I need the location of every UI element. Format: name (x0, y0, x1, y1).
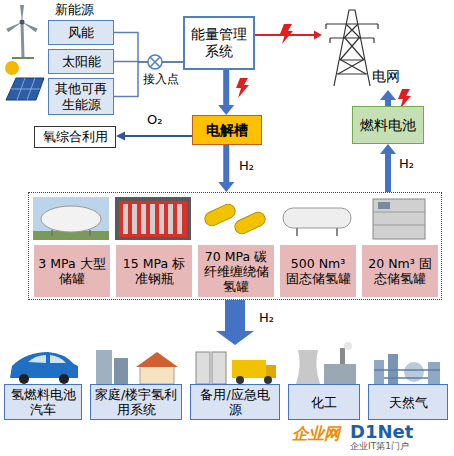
edge-label: H₂ (398, 156, 415, 172)
fuel-cell-car-image (10, 352, 78, 384)
junction-label: 接入点 (143, 72, 179, 86)
arrow-head (116, 132, 125, 141)
power-tower-icon (326, 10, 378, 86)
application-box: 氢燃料电池汽车 (4, 345, 82, 420)
watermark: D1Net (350, 421, 413, 443)
source-box: 风能 (48, 20, 114, 45)
node-text: 70 MPa 碳纤维缠绕储氢罐 (201, 249, 271, 294)
group-title: 新能源 (55, 2, 94, 18)
connector-line (223, 145, 229, 183)
solar-panel-icon (5, 61, 44, 100)
connector (116, 132, 192, 141)
connector (255, 30, 322, 39)
process-box: 氧综合利用 (34, 126, 116, 148)
edge-label: H₂ (238, 158, 255, 174)
node-text: 电网 (372, 68, 400, 85)
connector (114, 62, 183, 97)
natural-gas-plant-image (374, 354, 440, 384)
large-tank-image (33, 197, 109, 240)
application-box: 备用/应急电源 (190, 345, 280, 420)
connector (218, 70, 234, 115)
storage-label: 15 MPa 标准钢瓶 (116, 245, 192, 297)
wind-turbine-icon (6, 5, 37, 58)
connector-line (114, 62, 183, 97)
electrolyzer-box: 电解槽 (192, 115, 262, 145)
storage-label: 20 Nm³ 固态储氢罐 (362, 245, 438, 297)
arrow-head (380, 144, 396, 154)
node-text: 能量管理系统 (188, 26, 250, 60)
node-text: 天然气 (389, 395, 428, 410)
application-box: 家庭/楼宇氢利用系统 (90, 345, 182, 420)
storage-label: 70 MPa 碳纤维缠绕储氢罐 (198, 245, 274, 297)
connector-line (385, 99, 391, 106)
arrow-head (216, 331, 254, 345)
grid-node: 电网 (322, 2, 412, 90)
horizontal-tank-image (283, 208, 351, 236)
building-image (96, 350, 178, 384)
node-text: 太阳能 (62, 54, 101, 70)
grid-label-holder: 电网 (372, 68, 400, 85)
connector-line (385, 153, 391, 192)
connector (380, 144, 396, 192)
connector-line (114, 33, 183, 63)
arrow-head (218, 105, 234, 115)
source-box: 太阳能 (48, 49, 114, 74)
application-box: 化工 (288, 345, 360, 420)
node-text: 500 Nm³ 固态储氢罐 (283, 256, 353, 286)
connector-line (225, 300, 245, 332)
arrow-head (218, 182, 234, 192)
node-text: 燃料电池 (360, 117, 416, 134)
node-text: 备用/应急电源 (194, 387, 276, 417)
edge-label: H₂ (258, 310, 275, 326)
connector-line (223, 70, 229, 106)
node-text: 其他可再生能源 (52, 81, 110, 112)
node-text: 15 MPa 标准钢瓶 (119, 256, 189, 286)
node-text: 3 MPa 大型储罐 (37, 256, 107, 286)
fuel-cell-box: 燃料电池 (352, 106, 424, 144)
junction-symbol (148, 55, 162, 69)
solid-storage-cabinet-image (373, 199, 425, 239)
application-label-box: 氢燃料电池汽车 (4, 384, 82, 420)
chemical-plant-image (296, 342, 356, 384)
application-label-box: 家庭/楼宇氢利用系统 (90, 384, 182, 420)
connector-line (255, 34, 315, 36)
application-label-box: 备用/应急电源 (190, 384, 280, 420)
storage-label: 3 MPa 大型储罐 (34, 245, 110, 297)
connector (216, 300, 254, 345)
storage-label: 500 Nm³ 固态储氢罐 (280, 245, 356, 297)
edge-label: O₂ (146, 112, 163, 128)
carbon-fiber-tank-image (203, 202, 268, 236)
storage-band: 3 MPa 大型储罐 15 MPa 标准钢瓶 70 MPa 碳纤维缠绕储氢罐 500 … (28, 192, 442, 300)
node-text: 家庭/楼宇氢利用系统 (94, 387, 178, 417)
backup-power-image (196, 352, 276, 384)
lightning-symbol (236, 24, 411, 109)
node-text: 化工 (311, 395, 337, 410)
connector (114, 33, 183, 63)
connector-line (124, 135, 192, 137)
arrow-head (314, 30, 322, 39)
control-box: 能量管理系统 (183, 16, 255, 70)
application-label-box: 化工 (288, 384, 360, 420)
steel-cylinder-image (115, 197, 191, 240)
arrow-head (380, 90, 396, 100)
node-text: 20 Nm³ 固态储氢罐 (365, 256, 435, 286)
node-text: 风能 (68, 25, 94, 41)
node-text: 氧综合利用 (43, 129, 108, 145)
application-box: 天然气 (368, 345, 448, 420)
connector (380, 90, 396, 106)
watermark: 企业IT第1门户 (350, 441, 409, 452)
node-text: 氢燃料电池汽车 (8, 387, 78, 417)
application-label-box: 天然气 (368, 384, 448, 420)
connector (218, 145, 234, 192)
source-box: 其他可再生能源 (48, 78, 114, 115)
watermark: 企业网 (292, 424, 340, 443)
node-text: 电解槽 (206, 122, 248, 139)
